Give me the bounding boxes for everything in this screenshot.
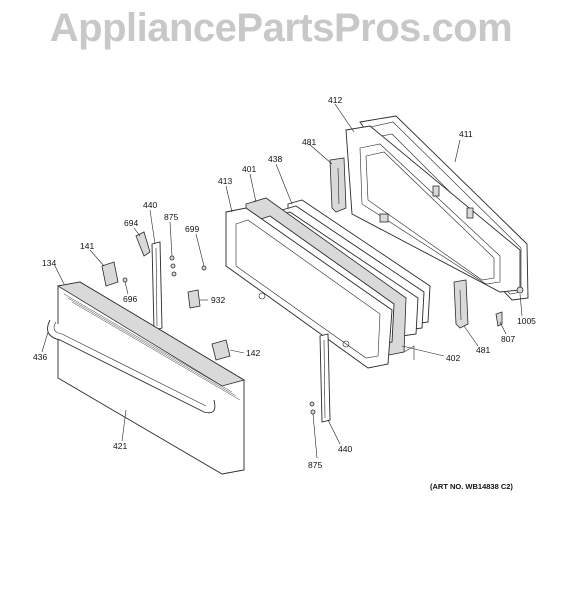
callout-481-bottom: 481 <box>476 345 490 355</box>
callout-440-top: 440 <box>143 200 157 210</box>
part-875-screws-top <box>169 255 177 277</box>
callout-402: 402 <box>446 353 460 363</box>
callout-436: 436 <box>33 352 47 362</box>
callout-932: 932 <box>211 295 225 305</box>
part-402-panel <box>403 345 415 360</box>
callout-1005: 1005 <box>517 316 536 326</box>
callout-labels: 412 411 481 438 401 413 440 875 694 699 … <box>33 95 536 470</box>
part-141-bracket <box>101 261 119 287</box>
watermark: AppliancePartsPros.com <box>49 6 513 50</box>
callout-413: 413 <box>218 176 232 186</box>
callout-699: 699 <box>185 224 199 234</box>
callout-696: 696 <box>123 294 137 304</box>
part-694-clip <box>135 231 151 257</box>
callout-875-top: 875 <box>164 212 178 222</box>
callout-134: 134 <box>42 258 56 268</box>
callout-481-top: 481 <box>302 137 316 147</box>
callout-438: 438 <box>268 154 282 164</box>
callout-412: 412 <box>328 95 342 105</box>
part-413-door-liner <box>225 207 393 369</box>
part-481-hinge-top <box>329 157 347 213</box>
callout-411: 411 <box>459 129 473 139</box>
art-number: (ART NO. WB14838 C2) <box>430 482 513 491</box>
part-699-screw <box>201 265 207 271</box>
callout-807: 807 <box>501 334 515 344</box>
part-875-screws-bottom <box>309 401 316 415</box>
part-440-channel-top <box>151 241 163 331</box>
part-481-hinge-bottom <box>453 279 469 329</box>
callout-875-bottom: 875 <box>308 460 322 470</box>
callout-141: 141 <box>80 241 94 251</box>
part-142-bracket <box>211 339 231 361</box>
part-1005-bumper <box>516 286 524 294</box>
part-932-hinge-receiver <box>187 289 201 309</box>
part-696-screw <box>122 277 128 283</box>
callout-694: 694 <box>124 218 138 228</box>
leader-lines <box>41 103 523 459</box>
callout-440-bottom: 440 <box>338 444 352 454</box>
callout-421: 421 <box>113 441 127 451</box>
part-440-channel-bottom <box>319 333 331 423</box>
part-436-handle <box>47 319 216 414</box>
callout-142: 142 <box>246 348 260 358</box>
callout-401: 401 <box>242 164 256 174</box>
